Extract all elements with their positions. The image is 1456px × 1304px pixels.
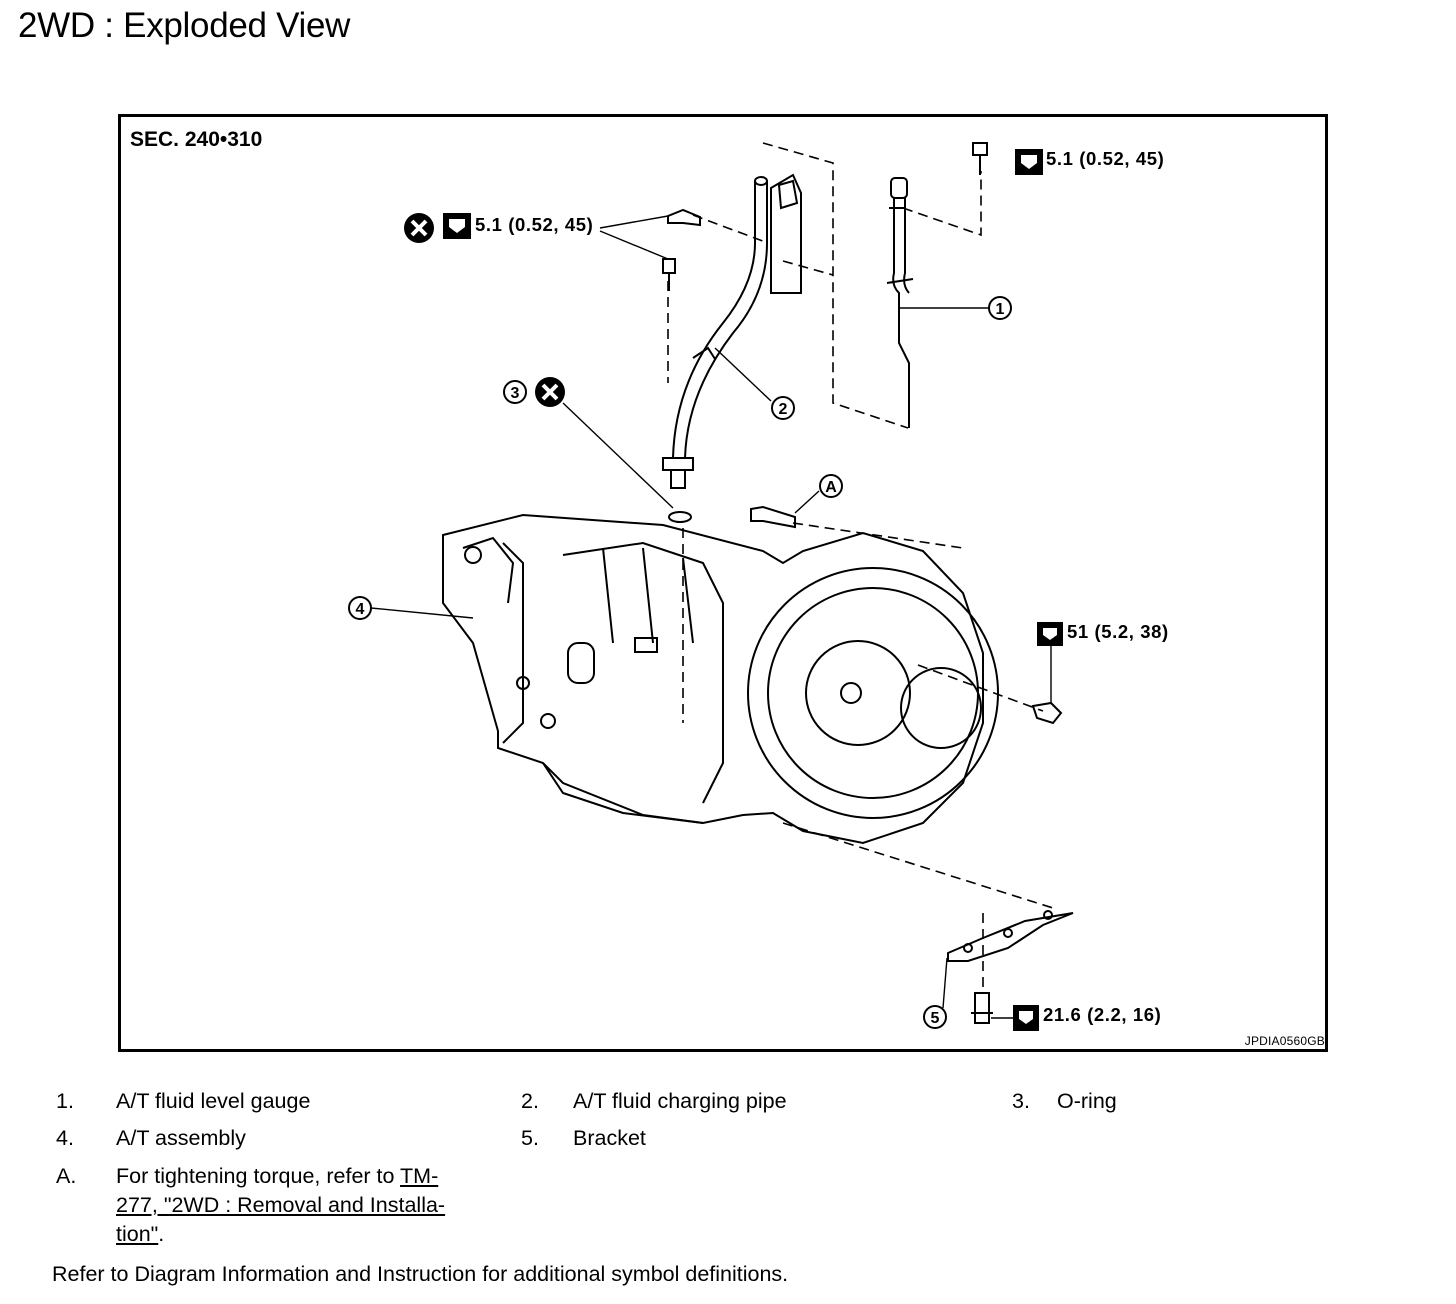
note-suffix: . (158, 1222, 165, 1246)
reference-link[interactable]: tion" (116, 1222, 159, 1246)
legend-text-4: A/T assembly (116, 1126, 246, 1150)
bolts-drawing (662, 142, 1063, 1024)
legend-num-4: 4. (56, 1126, 74, 1150)
legend-text-3: O-ring (1057, 1089, 1117, 1113)
exploded-view-diagram: 1 2 3 4 5 A (118, 114, 1328, 1052)
charging-pipe-drawing (662, 173, 802, 523)
callout-5-circle (923, 1005, 947, 1029)
diagram-drawing: 1 2 3 4 5 A (348, 142, 1074, 1031)
footer-note: Refer to Diagram Information and Instruc… (52, 1262, 789, 1286)
note-line-1: For tightening torque, refer to TM- (116, 1164, 438, 1189)
legend-text-1: A/T fluid level gauge (116, 1089, 311, 1113)
callout-4: 4 (356, 601, 365, 618)
section-label: SEC. 240•310 (130, 128, 263, 151)
callout-2-circle (771, 396, 795, 420)
page-title: 2WD : Exploded View (18, 6, 351, 45)
legend-text-5: Bracket (573, 1126, 646, 1150)
torque-value-4: 21.6 (2.2, 16) (1043, 1004, 1162, 1025)
callout-3-circle (503, 380, 527, 404)
reference-link[interactable]: 277, "2WD : Removal and Installa- (116, 1193, 446, 1217)
image-code: JPDIA0560GB (1244, 1034, 1325, 1048)
legend-text-2: A/T fluid charging pipe (573, 1089, 787, 1113)
fluid-level-gauge-drawing (886, 177, 914, 428)
callout-a: A (825, 479, 837, 496)
callout-a-circle (819, 474, 843, 498)
bracket-drawing (947, 910, 1074, 962)
legend-num-1: 1. (56, 1089, 74, 1113)
callout-1: 1 (996, 301, 1005, 318)
callout-1-circle (988, 296, 1012, 320)
torque-symbols (443, 149, 1063, 1031)
legend-num-3: 3. (1012, 1089, 1030, 1113)
legend-num-2: 2. (521, 1089, 539, 1113)
note-line-3: tion". (116, 1222, 164, 1247)
callout-3: 3 (511, 385, 520, 402)
torque-value-1: 5.1 (0.52, 45) (1046, 148, 1165, 169)
callout-2: 2 (779, 401, 788, 418)
torque-value-2: 5.1 (0.52, 45) (475, 214, 594, 235)
note-num: A. (56, 1164, 77, 1188)
callout-4-circle (348, 596, 372, 620)
torque-value-3: 51 (5.2, 38) (1067, 621, 1169, 642)
note-line-2: 277, "2WD : Removal and Installa- (116, 1193, 445, 1218)
do-not-reuse-symbols (404, 213, 565, 407)
reference-link[interactable]: TM- (400, 1164, 439, 1188)
legend-num-5: 5. (521, 1126, 539, 1150)
callout-5: 5 (931, 1010, 940, 1027)
at-assembly-drawing (442, 513, 999, 845)
note-prefix: For tightening torque, refer to (116, 1164, 401, 1188)
